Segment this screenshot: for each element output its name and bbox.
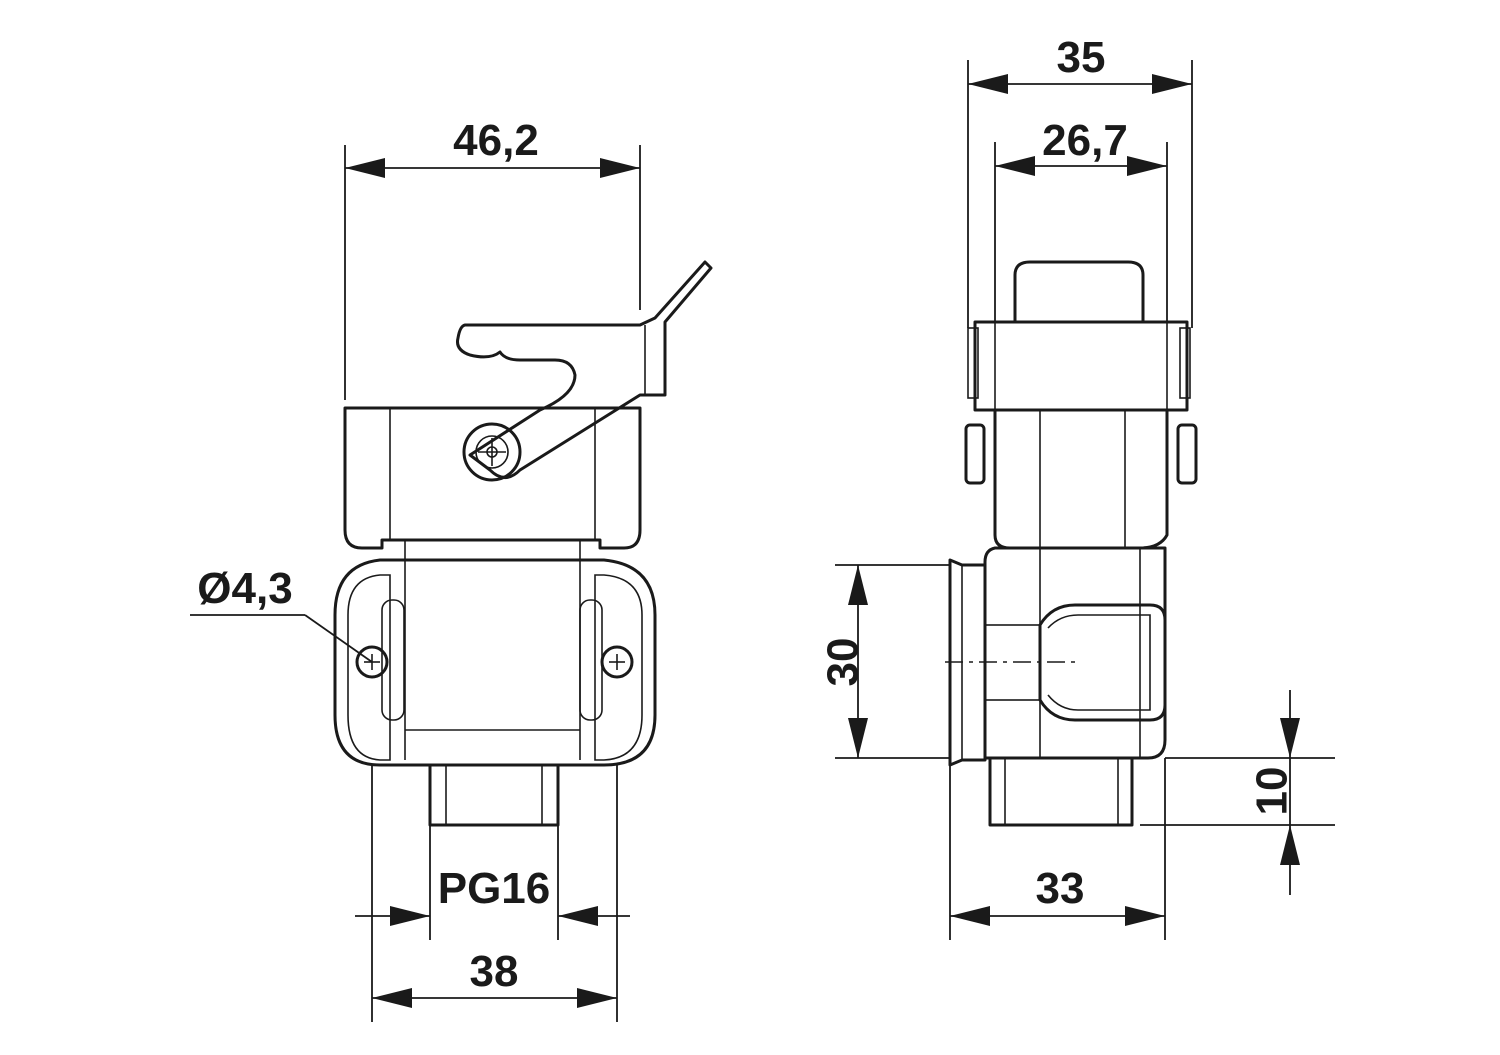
dim-width-overall: 35 [1057, 33, 1106, 82]
dim-gland-offset: 10 [1248, 767, 1297, 816]
dim-hole-spacing: 38 [470, 947, 519, 996]
dim-base-width: 33 [1036, 864, 1085, 913]
front-flange [333, 558, 657, 767]
front-dimensions: 46,2 Ø4,3 PG16 38 [190, 116, 641, 1022]
side-view [945, 260, 1198, 827]
front-housing-top [343, 406, 642, 550]
front-view [333, 260, 713, 827]
dim-entry-height: 30 [819, 638, 868, 687]
mounting-hole-left [355, 645, 389, 679]
lever-pivot [462, 422, 522, 482]
mounting-hole-right [600, 645, 634, 679]
dim-width-top: 46,2 [453, 116, 539, 165]
dim-hole-diameter: Ø4,3 [197, 564, 292, 613]
side-lower-body [983, 546, 1167, 760]
dim-thread: PG16 [438, 864, 551, 913]
side-dimensions: 35 26,7 30 33 10 [819, 33, 1335, 940]
dim-width-body: 26,7 [1042, 116, 1128, 165]
side-handle [1013, 260, 1145, 324]
side-cap [1038, 603, 1167, 722]
side-upper-body [993, 408, 1169, 550]
cable-gland [428, 763, 560, 827]
side-gland [988, 756, 1134, 827]
locking-lever [456, 260, 713, 479]
